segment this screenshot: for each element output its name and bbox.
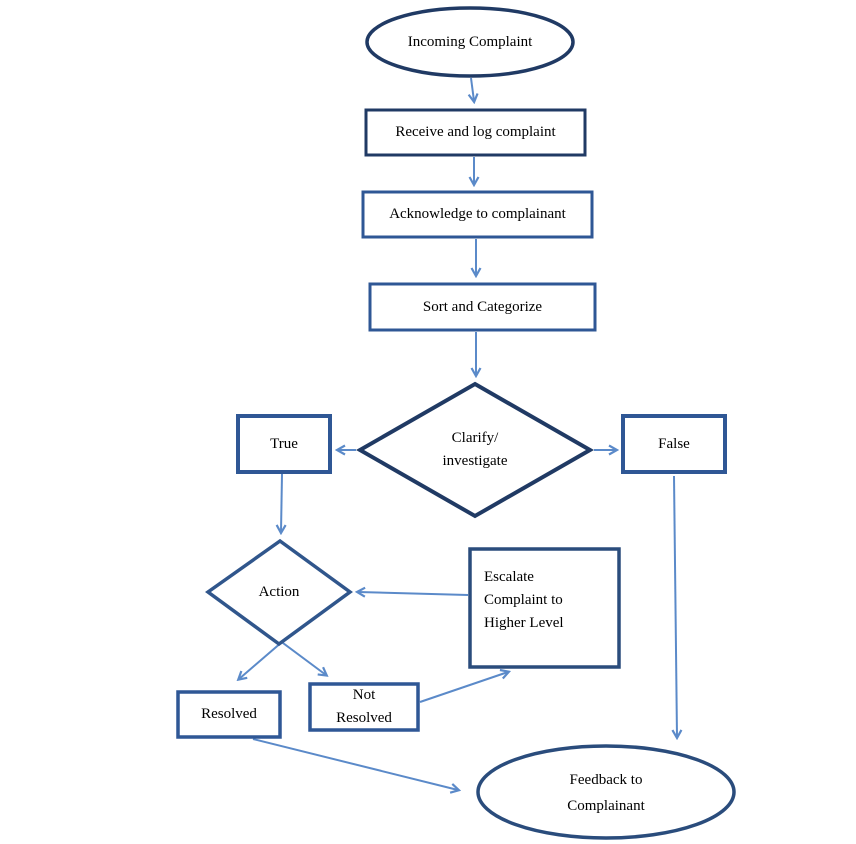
- edge-incoming-to-receive: [471, 77, 474, 101]
- edge-escalate-to-action: [358, 592, 469, 595]
- node-sort-categorize-box: [368, 282, 597, 332]
- node-clarify-investigate-diamond: [355, 381, 595, 519]
- edge-false-to-feedback: [674, 475, 677, 737]
- node-receive-log-box: [364, 108, 587, 157]
- node-false-box: [621, 414, 727, 474]
- node-true-box: [236, 414, 332, 474]
- node-escalate-box: [468, 547, 621, 669]
- node-acknowledge-box: [361, 190, 594, 239]
- edge-not-resolved-to-escalate: [419, 672, 508, 703]
- node-not-resolved-box: [308, 682, 420, 732]
- edge-true-to-action: [281, 473, 282, 532]
- node-resolved-box: [176, 690, 282, 739]
- node-incoming-complaint-ellipse: [365, 6, 575, 78]
- edge-resolved-to-feedback: [252, 738, 458, 790]
- node-feedback-ellipse: [476, 744, 736, 840]
- node-action-diamond: [205, 538, 353, 647]
